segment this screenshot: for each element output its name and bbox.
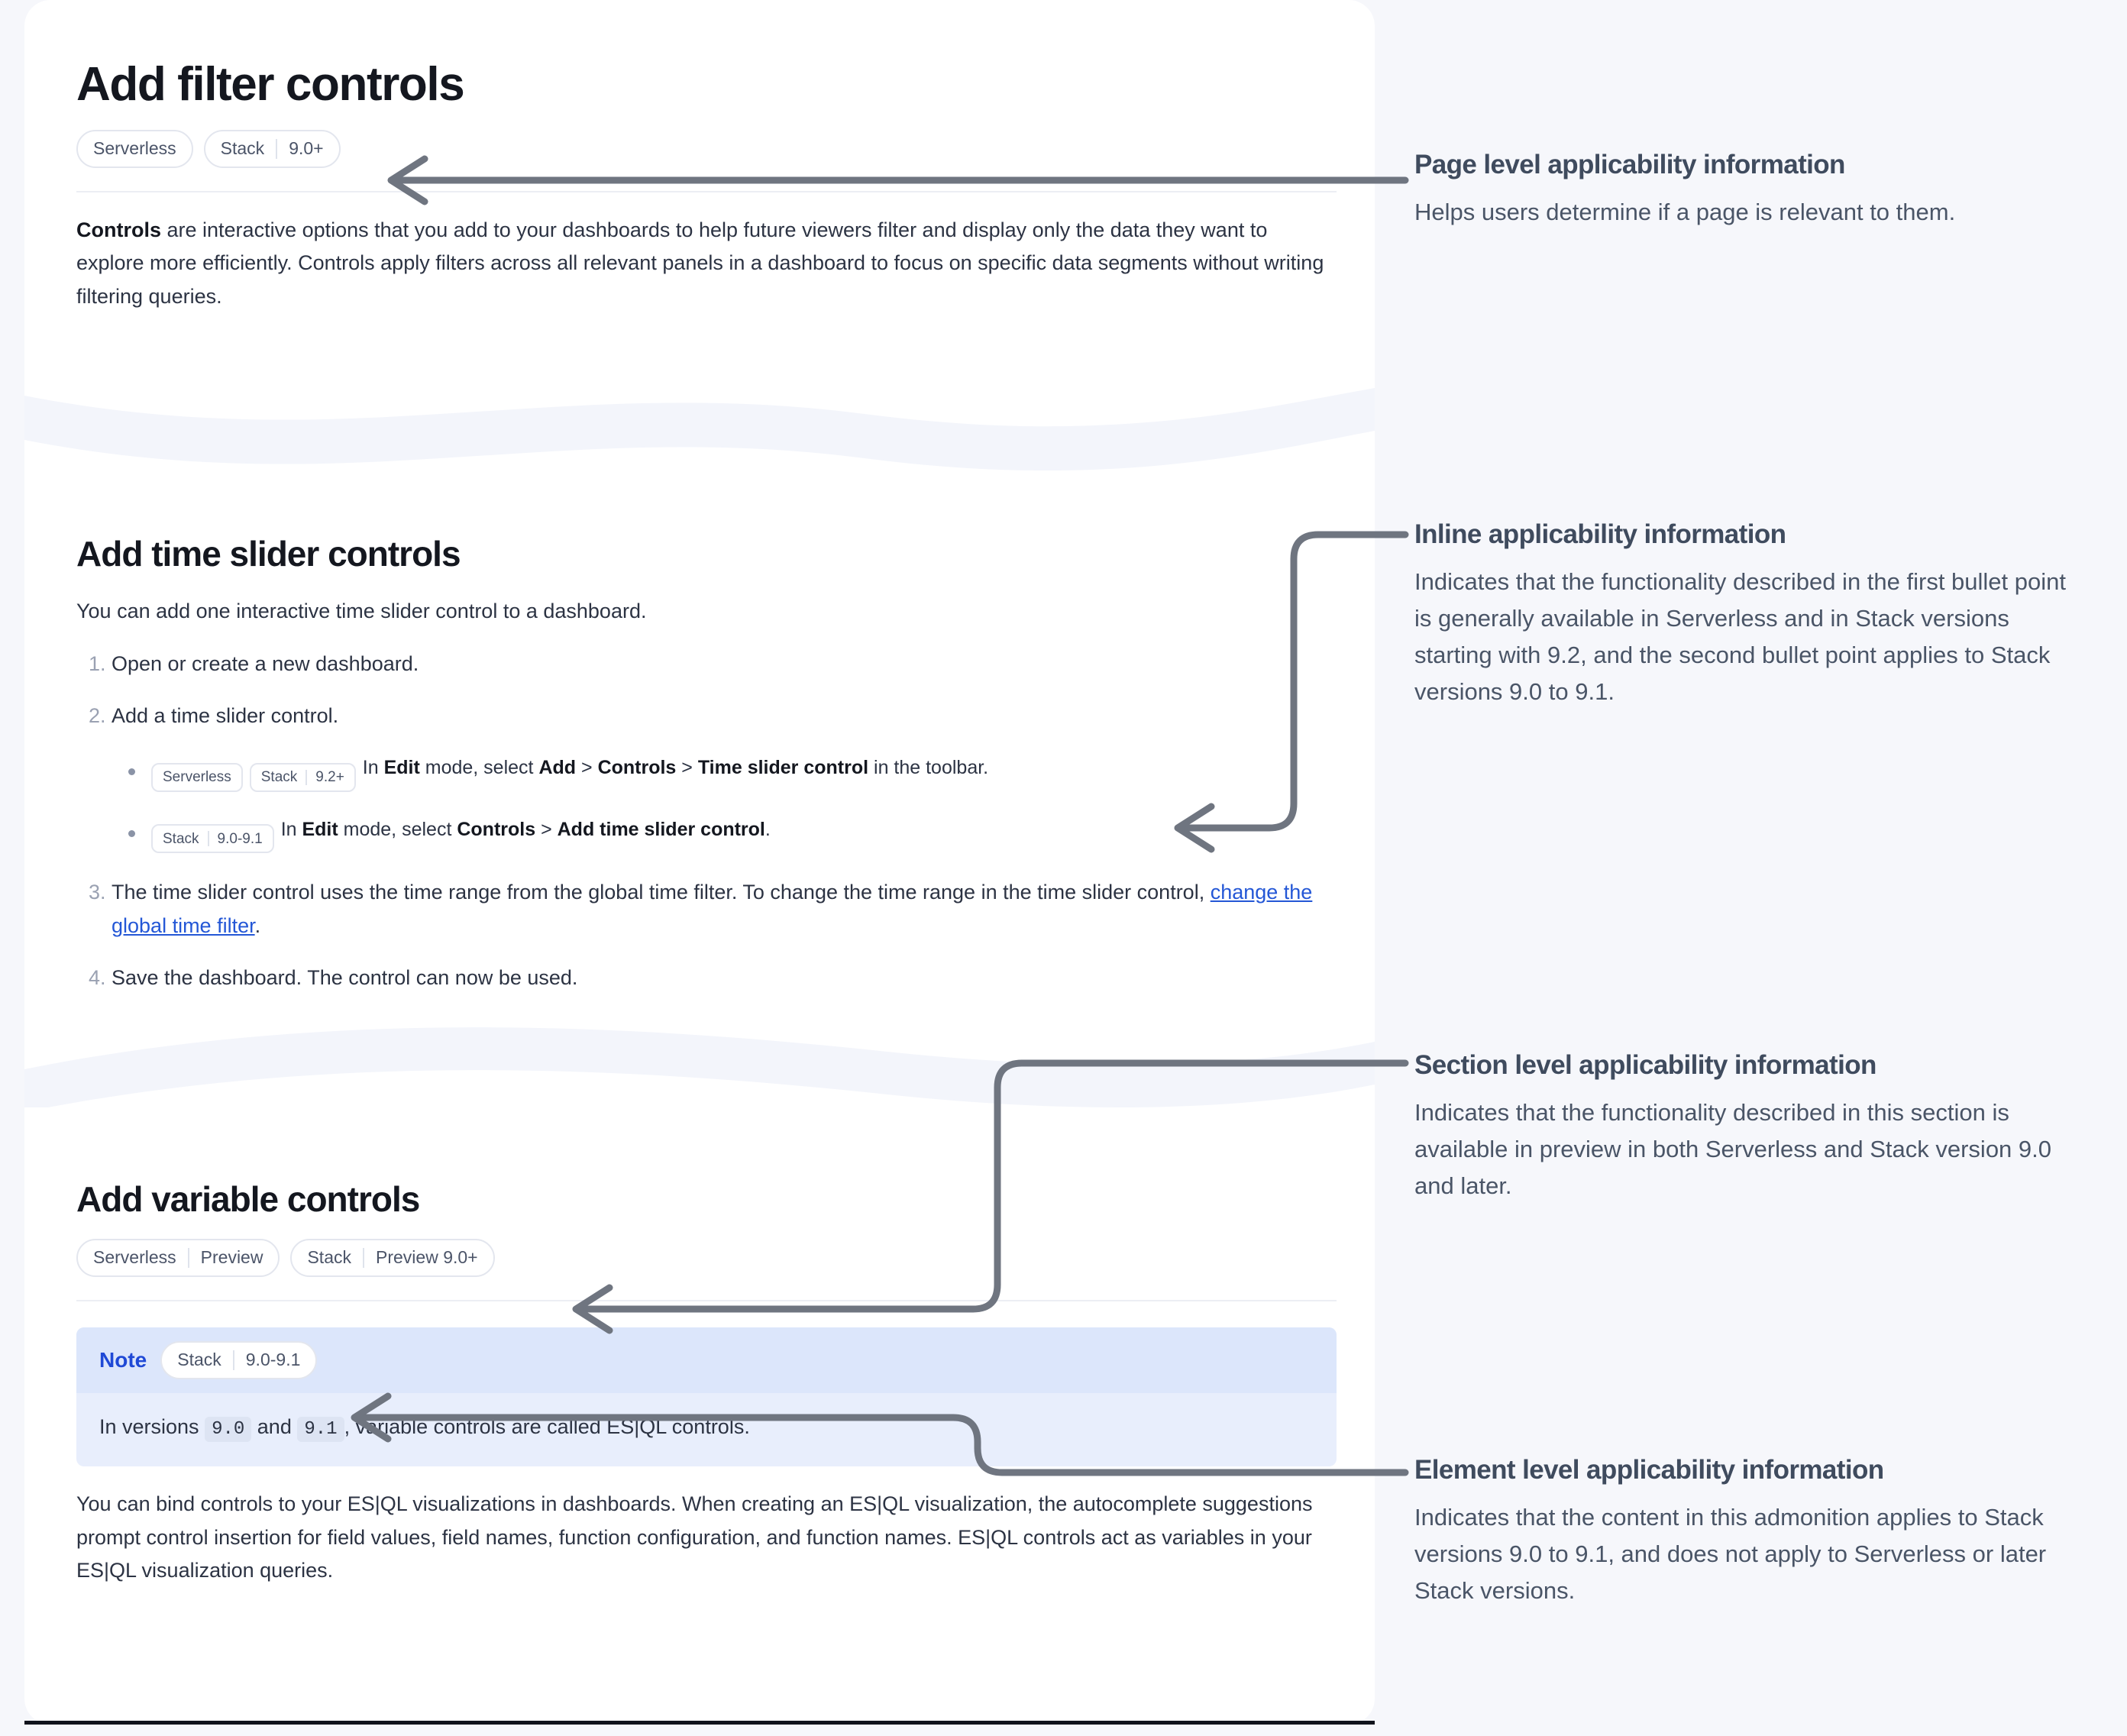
- header-divider: [76, 190, 1337, 192]
- intro-rest: are interactive options that you add to …: [76, 218, 1324, 309]
- badge-separator: [207, 831, 209, 847]
- annotation-section-level: Section level applicability information …: [1414, 1050, 2071, 1204]
- step-2: Add a time slider control. Serverless St…: [112, 700, 1337, 854]
- section-intro-time-slider: You can add one interactive time slider …: [76, 599, 647, 622]
- badge-separator: [232, 1350, 234, 1370]
- global-time-filter-link[interactable]: change the global time filter: [112, 881, 1313, 937]
- section-divider: [76, 1299, 1337, 1301]
- annotation-title: Section level applicability information: [1414, 1050, 1876, 1080]
- badge-name: Serverless: [93, 138, 176, 159]
- badge-stack-note[interactable]: Stack 9.0-9.1: [160, 1340, 318, 1379]
- list-item: Stack 9.0-9.1 In Edit mode, select Contr…: [128, 815, 1337, 854]
- bullet-text: In Edit mode, select Controls > Add time…: [280, 818, 771, 840]
- bottom-edge-rule: [24, 1721, 1375, 1725]
- badge-serverless[interactable]: Serverless: [151, 762, 243, 792]
- note-header: Note Stack 9.0-9.1: [76, 1327, 1337, 1393]
- badge-value: 9.0-9.1: [217, 830, 263, 847]
- badge-value: Preview 9.0+: [376, 1247, 478, 1268]
- badge-name: Stack: [220, 138, 265, 159]
- badge-separator: [305, 769, 308, 785]
- badge-value: 9.0-9.1: [245, 1350, 301, 1370]
- intro-paragraph: Controls are interactive options that yo…: [76, 214, 1337, 314]
- section-wave-divider-1: [24, 382, 1375, 474]
- section-variable-controls: Add variable controls Serverless Preview…: [76, 1180, 1337, 1588]
- step-2-bullets: Serverless Stack 9.2+ In Edit mode, sele…: [112, 753, 1337, 854]
- list-item: Serverless Stack 9.2+ In Edit mode, sele…: [128, 753, 1337, 792]
- step-3: The time slider control uses the time ra…: [112, 876, 1337, 942]
- annotation-page-level: Page level applicability information Hel…: [1414, 150, 2071, 231]
- badge-name: Serverless: [93, 1247, 176, 1268]
- section-title-variable: Add variable controls: [76, 1179, 420, 1219]
- annotation-text: Helps users determine if a page is relev…: [1414, 199, 1956, 226]
- step-text: Add a time slider control.: [112, 704, 339, 728]
- badge-name: Stack: [163, 830, 199, 847]
- time-slider-steps: Open or create a new dashboard. Add a ti…: [76, 648, 1337, 994]
- document-panel: Add filter controls Serverless Stack 9.0…: [24, 0, 1375, 1725]
- annotation-inline-level: Inline applicability information Indicat…: [1414, 519, 2071, 710]
- section-time-slider: Add time slider controls You can add one…: [76, 535, 1337, 1013]
- badge-serverless[interactable]: Serverless: [76, 129, 193, 168]
- badge-name: Stack: [177, 1350, 221, 1370]
- section-title-time-slider: Add time slider controls: [76, 534, 461, 574]
- variable-controls-paragraph: You can bind controls to your ES|QL visu…: [76, 1492, 1313, 1582]
- step-1: Open or create a new dashboard.: [112, 648, 1337, 681]
- annotation-title: Page level applicability information: [1414, 150, 1845, 179]
- section-applicability-badges: Serverless Preview Stack Preview 9.0+: [76, 1238, 1337, 1277]
- annotation-title: Inline applicability information: [1414, 519, 1786, 549]
- badge-serverless-preview[interactable]: Serverless Preview: [76, 1238, 280, 1277]
- badge-separator: [187, 1247, 189, 1268]
- note-label: Note: [99, 1347, 147, 1372]
- step-text-before-link: The time slider control uses the time ra…: [112, 881, 1211, 904]
- annotation-title: Element level applicability information: [1414, 1455, 1884, 1485]
- annotation-text: Indicates that the content in this admon…: [1414, 1504, 2047, 1605]
- badge-stack[interactable]: Stack 9.2+: [249, 762, 356, 792]
- badge-separator: [276, 138, 278, 159]
- badge-separator: [363, 1247, 364, 1268]
- page-applicability-badges: Serverless Stack 9.0+: [76, 129, 1337, 168]
- step-text: Save the dashboard. The control can now …: [112, 965, 578, 989]
- step-text: Open or create a new dashboard.: [112, 652, 419, 676]
- badge-value: 9.2+: [315, 768, 344, 785]
- note-body: In versions 9.0 and 9.1, variable contro…: [76, 1393, 1337, 1466]
- badge-stack-preview[interactable]: Stack Preview 9.0+: [290, 1238, 495, 1277]
- note-admonition: Note Stack 9.0-9.1 In versions 9.0 and 9…: [76, 1327, 1337, 1466]
- annotation-text: Indicates that the functionality describ…: [1414, 568, 2066, 706]
- section-wave-divider-2: [24, 1016, 1375, 1107]
- page-header-block: Add filter controls Serverless Stack 9.0…: [76, 60, 1337, 314]
- page-title: Add filter controls: [76, 58, 465, 111]
- step-text-after-link: .: [254, 913, 261, 937]
- badge-value: Preview: [200, 1247, 263, 1268]
- annotation-text: Indicates that the functionality describ…: [1414, 1099, 2052, 1200]
- badge-stack[interactable]: Stack 9.0-9.1: [151, 824, 274, 854]
- badge-name: Stack: [260, 768, 298, 785]
- badge-value: 9.0+: [289, 138, 324, 159]
- badge-name: Serverless: [163, 768, 231, 785]
- intro-lead: Controls: [76, 218, 161, 241]
- step-4: Save the dashboard. The control can now …: [112, 962, 1337, 995]
- annotation-element-level: Element level applicability information …: [1414, 1455, 2071, 1609]
- bullet-text: In Edit mode, select Add > Controls > Ti…: [362, 756, 989, 778]
- badge-stack[interactable]: Stack 9.0+: [203, 129, 341, 168]
- badge-name: Stack: [307, 1247, 351, 1268]
